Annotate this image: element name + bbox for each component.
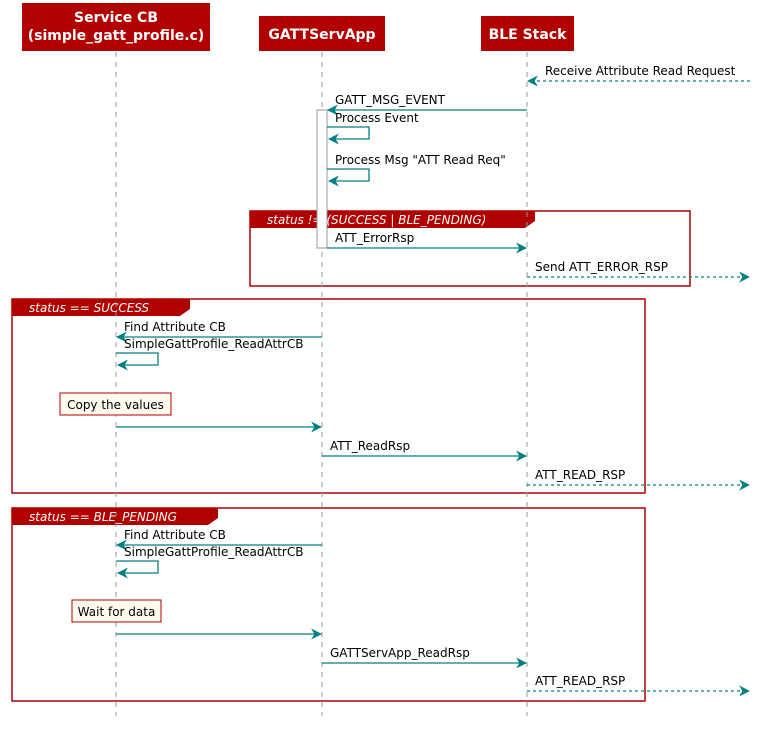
self-arrow-line bbox=[116, 352, 159, 371]
message-label: ATT_ReadRsp bbox=[330, 439, 410, 453]
note-box: Wait for data bbox=[71, 599, 162, 623]
note-box: Copy the values bbox=[59, 392, 172, 416]
message-label: Find Attribute CB bbox=[124, 320, 226, 334]
note-text: Copy the values bbox=[67, 398, 164, 412]
self-arrow-line bbox=[327, 168, 370, 187]
participant-gattservapp: GATTServApp bbox=[259, 16, 385, 51]
note-rect bbox=[71, 599, 162, 623]
participant-subtitle: (simple_gatt_profile.c) bbox=[28, 28, 205, 44]
message-arrow: ATT_ReadRsp bbox=[322, 439, 528, 462]
message-arrow: Process Event bbox=[327, 111, 419, 145]
participant-box bbox=[22, 3, 210, 51]
fragment-tab bbox=[12, 299, 190, 316]
note-text: Wait for data bbox=[78, 605, 156, 619]
message-arrow: GATTServApp_ReadRsp bbox=[322, 646, 528, 669]
fragment-border bbox=[11, 507, 646, 702]
message-label: Process Event bbox=[335, 111, 419, 125]
message-arrow: ATT_READ_RSP bbox=[527, 674, 751, 697]
message-label: GATTServApp_ReadRsp bbox=[330, 646, 470, 660]
message-arrow: ATT_ErrorRsp bbox=[327, 231, 528, 254]
participant-title: GATTServApp bbox=[268, 27, 375, 43]
self-arrow-line bbox=[116, 560, 159, 579]
self-arrow-line bbox=[327, 126, 370, 145]
message-arrow: SimpleGattProfile_ReadAttrCB bbox=[116, 337, 303, 371]
message-arrow: SimpleGattProfile_ReadAttrCB bbox=[116, 545, 303, 579]
participant-box bbox=[259, 16, 385, 51]
message-arrow: Find Attribute CB bbox=[115, 320, 322, 343]
message-arrow: Process Msg "ATT Read Req" bbox=[327, 153, 506, 187]
participant-title: Service CB bbox=[74, 10, 158, 26]
participant-box bbox=[481, 16, 574, 51]
message-label: Receive Attribute Read Request bbox=[545, 64, 736, 78]
combined-fragment: status == BLE_PENDING bbox=[11, 507, 646, 702]
activation-bar bbox=[316, 109, 328, 249]
participant-ble_stack: BLE Stack bbox=[481, 16, 574, 51]
message-arrow: Find Attribute CB bbox=[115, 528, 322, 551]
message-label: Process Msg "ATT Read Req" bbox=[335, 153, 506, 167]
message-label: ATT_READ_RSP bbox=[535, 468, 625, 482]
message-label: SimpleGattProfile_ReadAttrCB bbox=[124, 337, 303, 351]
fragment-border bbox=[11, 298, 646, 494]
message-arrow: Send ATT_ERROR_RSP bbox=[527, 260, 751, 283]
message-label: Find Attribute CB bbox=[124, 528, 226, 542]
note-rect bbox=[59, 392, 172, 416]
message-arrow: GATT_MSG_EVENT bbox=[326, 93, 527, 116]
message-label: SimpleGattProfile_ReadAttrCB bbox=[124, 545, 303, 559]
participant-service_cb: Service CB (simple_gatt_profile.c) bbox=[22, 3, 210, 51]
participant-title: BLE Stack bbox=[489, 27, 568, 43]
message-label: ATT_READ_RSP bbox=[535, 674, 625, 688]
fragment-condition: status != (SUCCESS | BLE_PENDING) bbox=[267, 213, 486, 227]
message-arrow: Receive Attribute Read Request bbox=[526, 64, 750, 87]
fragment-condition: status == SUCCESS bbox=[29, 301, 150, 315]
message-label: ATT_ErrorRsp bbox=[335, 231, 414, 245]
fragment-tab bbox=[12, 508, 218, 525]
message-label: GATT_MSG_EVENT bbox=[335, 93, 446, 107]
fragment-condition: status == BLE_PENDING bbox=[29, 510, 177, 524]
message-arrow: ATT_READ_RSP bbox=[527, 468, 751, 491]
message-label: Send ATT_ERROR_RSP bbox=[535, 260, 668, 274]
combined-fragment: status == SUCCESS bbox=[11, 298, 646, 494]
